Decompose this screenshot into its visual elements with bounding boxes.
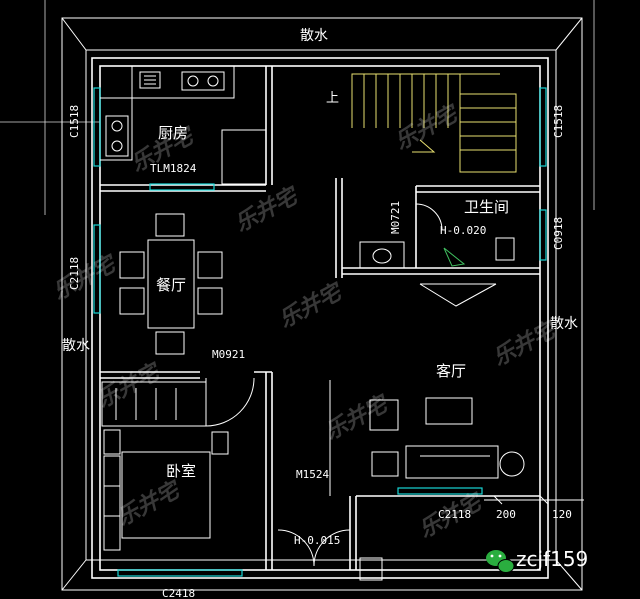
bathroom-label: 卫生间 [464,198,509,216]
bath-level-code: H-0.020 [440,224,486,237]
bathroom-fixtures [359,203,515,307]
watermark: 乐并宅 [49,250,122,305]
kitchen-slider-code: TLM1824 [150,162,197,175]
window-c2118-left-code: C2118 [68,257,81,290]
apron-outline [61,17,583,591]
staircase [351,73,517,173]
watermark: 乐并宅 [275,278,348,333]
wechat-badge: zcjf159 [486,547,588,573]
entry-level-code: H-0.015 [294,534,340,547]
door-m1524-code: M1524 [296,468,329,481]
windows [93,87,547,577]
living-label: 客厅 [436,362,466,380]
watermark: 乐并宅 [391,100,464,155]
bedroom-furniture [101,381,229,551]
scatter-top-label: 散水 [300,28,328,44]
window-c1518-right-code: C1518 [552,105,565,138]
kitchen-fixtures [100,66,267,185]
window-c2118-bottom-code: C2118 [438,508,471,521]
window-c1518-left-code: C1518 [68,105,81,138]
watermark: 乐并宅 [321,390,394,445]
window-c0918-code: C0918 [552,217,565,250]
doors [205,377,383,581]
stair-up-label: 上 [326,91,339,106]
dim-120: 120 [552,508,572,521]
watermark: 乐并宅 [93,358,166,413]
reference-lines [0,0,595,215]
dining-label: 餐厅 [156,276,186,294]
dim-200: 200 [496,508,516,521]
door-m0921-code: M0921 [212,348,245,361]
bath-door-code: M0721 [389,201,402,234]
dimension-marks [484,495,584,505]
living-furniture [329,380,525,496]
scatter-left-label: 散水 [62,338,90,354]
window-c2418-code: C2418 [162,587,195,599]
kitchen-label: 厨房 [158,124,188,142]
exterior-walls [91,57,549,579]
bedroom-label: 卧室 [166,462,196,480]
watermark: 乐并宅 [113,476,186,531]
scatter-right-label: 散水 [550,316,578,332]
wechat-id: zcjf159 [516,547,588,571]
dining-table [119,213,223,355]
